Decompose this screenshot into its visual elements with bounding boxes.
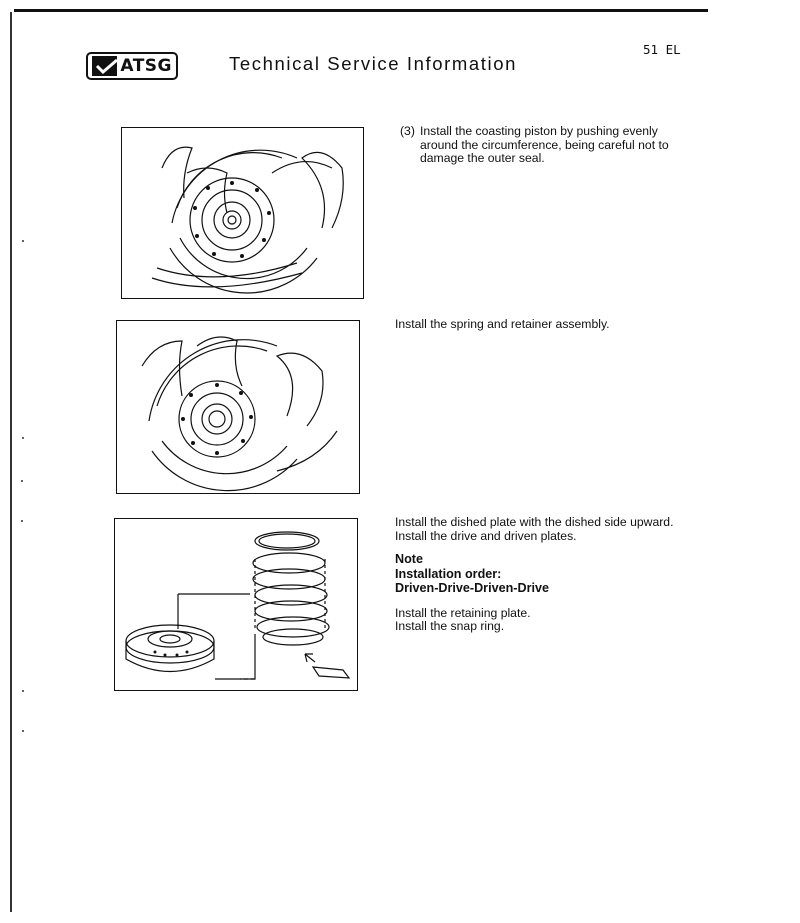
step-plates-text: Install the dished plate with the dished… bbox=[395, 515, 695, 634]
scan-speck bbox=[22, 437, 24, 439]
scan-speck bbox=[21, 480, 23, 482]
left-margin-rule bbox=[10, 12, 12, 912]
figure-coasting-piston bbox=[121, 127, 364, 299]
instruction-line: Install the dished plate with the dished… bbox=[395, 515, 674, 529]
plate-stack-illustration bbox=[125, 531, 351, 680]
instruction-line: Install the snap ring. bbox=[395, 619, 505, 634]
step-number: (3) bbox=[400, 124, 415, 138]
coasting-piston-illustration bbox=[151, 146, 344, 294]
step-3-body: Install the coasting piston by pushing e… bbox=[420, 124, 669, 166]
logo-text: ATSG bbox=[120, 56, 172, 76]
scan-speck bbox=[22, 690, 24, 692]
note-line: Installation order: bbox=[395, 566, 502, 581]
atsg-logo: ATSG bbox=[86, 52, 178, 80]
note-heading: Note bbox=[395, 552, 423, 567]
checkmark-icon bbox=[92, 56, 118, 76]
page-title: Technical Service Information bbox=[229, 53, 518, 74]
note-line: Driven-Drive-Driven-Drive bbox=[395, 581, 549, 596]
instruction-line: Install the spring and retainer assembly… bbox=[395, 317, 610, 331]
scan-speck bbox=[21, 520, 23, 522]
scan-speck bbox=[22, 730, 24, 732]
scan-speck bbox=[22, 240, 24, 242]
spring-retainer-illustration bbox=[141, 336, 338, 492]
figure-plate-stack bbox=[114, 518, 358, 691]
figure-spring-retainer bbox=[116, 320, 360, 494]
step-spring-text: Install the spring and retainer assembly… bbox=[395, 317, 695, 332]
instruction-line: Install the retaining plate. bbox=[395, 605, 531, 620]
top-rule bbox=[14, 9, 708, 12]
step-3-text: (3) Install the coasting piston by pushi… bbox=[400, 124, 680, 166]
instruction-line: Install the drive and driven plates. bbox=[395, 528, 577, 543]
page-code: 51 EL bbox=[643, 42, 681, 57]
